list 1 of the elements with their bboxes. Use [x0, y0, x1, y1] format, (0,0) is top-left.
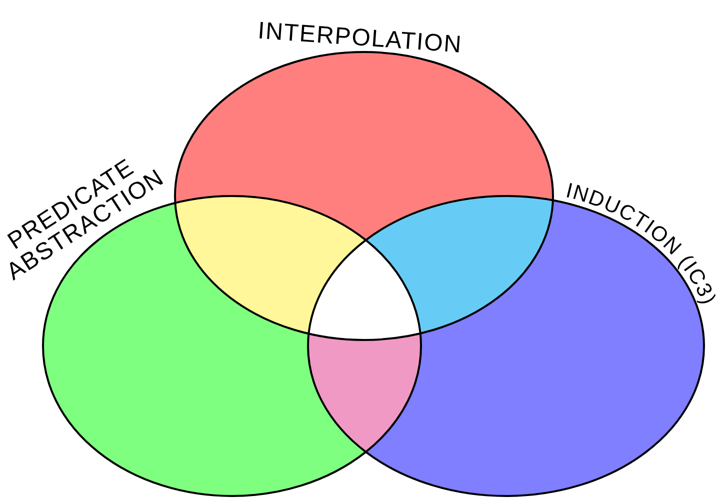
set-label: INTERPOLATION: [256, 16, 464, 60]
